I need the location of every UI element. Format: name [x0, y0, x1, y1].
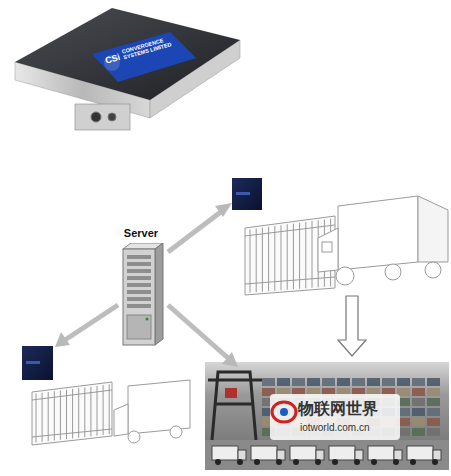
gate-truck-scene: [245, 196, 448, 295]
server-node: Server: [117, 227, 165, 347]
gate-truck-scene: [32, 380, 190, 445]
reader-device: [15, 8, 240, 130]
server-icon: [117, 243, 165, 347]
node-label: Server: [117, 227, 165, 239]
watermark-url: iotworld.com.cn: [300, 422, 369, 434]
reader-panel: [232, 178, 262, 210]
link-arrow: [55, 203, 238, 367]
reader-logo: [236, 192, 250, 195]
flow-arrow: [338, 296, 366, 356]
watermark: 物联网世界: [298, 400, 378, 418]
reader-panel: [22, 346, 53, 380]
port-photo: [205, 362, 449, 470]
watermark-logo: [270, 394, 400, 440]
reader-logo: [26, 361, 40, 364]
